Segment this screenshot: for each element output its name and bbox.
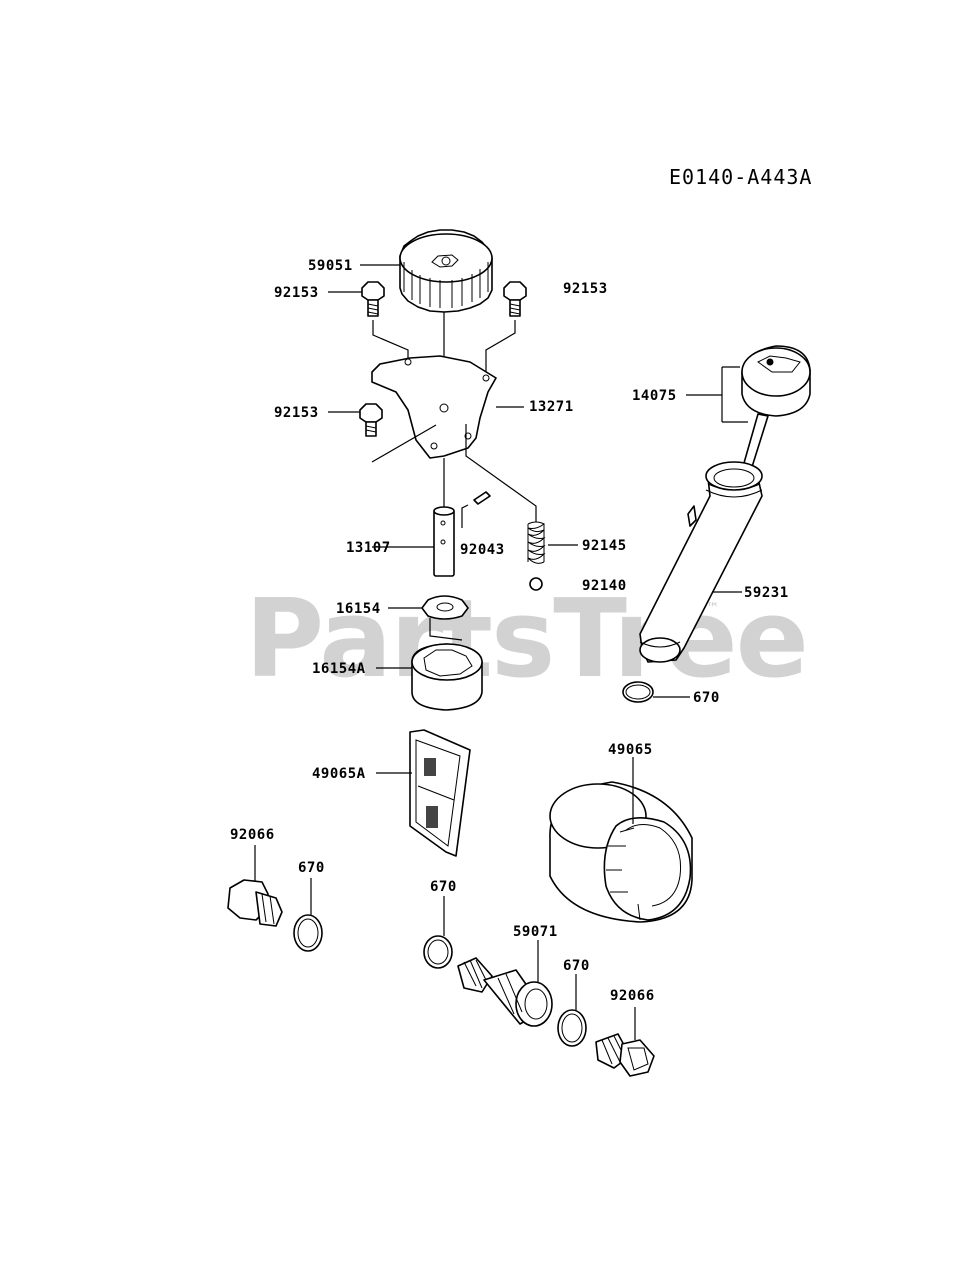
spring-92145-drawing bbox=[527, 521, 546, 564]
strainer-mesh-upper bbox=[424, 758, 436, 776]
part-label-92153-b[interactable]: 92153 bbox=[563, 281, 608, 297]
bolt-92153-a-drawing bbox=[361, 281, 385, 317]
oring-670-b-inner bbox=[297, 918, 319, 948]
drain-plug-92066-a-drawing bbox=[227, 879, 283, 927]
part-label-49065A[interactable]: 49065A bbox=[312, 766, 366, 782]
leader-plate-to-spring bbox=[465, 424, 537, 522]
gear-59051-drawing bbox=[399, 229, 493, 313]
part-label-59051[interactable]: 59051 bbox=[308, 258, 353, 274]
oring-670-d-inner bbox=[561, 1013, 583, 1043]
part-label-670-b[interactable]: 670 bbox=[298, 860, 325, 876]
filter-49065-drawing bbox=[549, 781, 693, 923]
part-label-49065[interactable]: 49065 bbox=[608, 742, 653, 758]
tube-59231-drawing bbox=[639, 461, 763, 663]
part-label-16154A[interactable]: 16154A bbox=[312, 661, 366, 677]
rotor-16154-drawing bbox=[421, 595, 469, 620]
diagram-code: E0140-A443A bbox=[669, 165, 812, 189]
leader-14075 bbox=[686, 366, 748, 423]
leader-bolt-b-to-plate bbox=[485, 320, 516, 374]
part-label-670-d[interactable]: 670 bbox=[563, 958, 590, 974]
part-label-670-c[interactable]: 670 bbox=[430, 879, 457, 895]
rotor-16154A-drawing bbox=[411, 643, 483, 711]
part-label-16154[interactable]: 16154 bbox=[336, 601, 381, 617]
bolt-92153-c-drawing bbox=[359, 403, 383, 437]
part-label-59231[interactable]: 59231 bbox=[744, 585, 789, 601]
part-label-92140[interactable]: 92140 bbox=[582, 578, 627, 594]
part-label-670-a[interactable]: 670 bbox=[693, 690, 720, 706]
leader-bolt-a-to-plate bbox=[372, 320, 409, 358]
part-label-92153-c[interactable]: 92153 bbox=[274, 405, 319, 421]
ball-92140-drawing bbox=[529, 577, 543, 591]
part-label-92145[interactable]: 92145 bbox=[582, 538, 627, 554]
part-label-13271[interactable]: 13271 bbox=[529, 399, 574, 415]
oring-670-a-inner bbox=[625, 684, 651, 700]
watermark: PartsTree bbox=[245, 577, 807, 702]
plate-13271-drawing bbox=[371, 355, 497, 459]
oring-670-c-inner bbox=[427, 939, 449, 965]
fitting-59071-drawing bbox=[457, 957, 553, 1027]
leader-rotor-stack bbox=[429, 618, 463, 641]
strainer-mesh-lower bbox=[426, 806, 438, 828]
drain-plug-92066-b-drawing bbox=[595, 1033, 655, 1077]
pin-92043-drawing bbox=[473, 491, 491, 505]
part-label-13107[interactable]: 13107 bbox=[346, 540, 391, 556]
leader-plate-diagonal bbox=[371, 424, 437, 463]
shaft-13107-drawing bbox=[433, 506, 455, 577]
bolt-92153-b-drawing bbox=[503, 281, 527, 317]
part-label-92043[interactable]: 92043 bbox=[460, 542, 505, 558]
part-label-92066-a[interactable]: 92066 bbox=[230, 827, 275, 843]
oring-670-b-drawing bbox=[293, 914, 323, 952]
part-label-59071[interactable]: 59071 bbox=[513, 924, 558, 940]
part-label-92066-b[interactable]: 92066 bbox=[610, 988, 655, 1004]
oring-670-d-drawing bbox=[557, 1009, 587, 1047]
watermark-trademark: ™ bbox=[706, 601, 719, 616]
leader-92043 bbox=[461, 504, 469, 528]
strainer-49065A-drawing bbox=[409, 729, 471, 857]
part-label-92153-a[interactable]: 92153 bbox=[274, 285, 319, 301]
part-label-14075[interactable]: 14075 bbox=[632, 388, 677, 404]
